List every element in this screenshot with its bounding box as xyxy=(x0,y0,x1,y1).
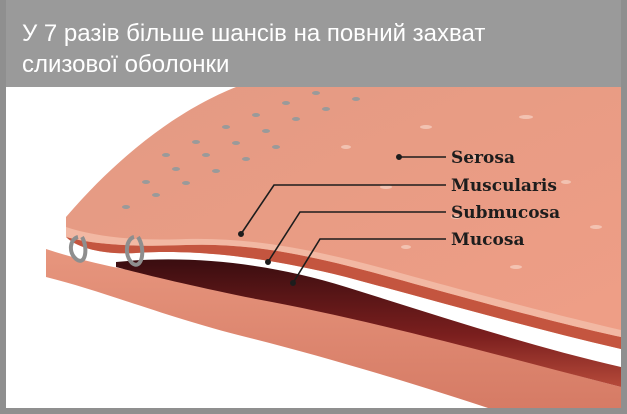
title-line-2: слизової оболонки xyxy=(22,49,621,80)
tissue-layers-diagram: Serosa Muscularis Submucosa Mucosa xyxy=(6,87,621,414)
label-submucosa: Submucosa xyxy=(451,203,560,223)
title-banner: У 7 разів більше шансів на повний захват… xyxy=(6,0,621,87)
label-mucosa: Mucosa xyxy=(451,230,524,250)
label-muscularis: Muscularis xyxy=(451,176,557,196)
title-line-1: У 7 разів більше шансів на повний захват xyxy=(22,18,621,49)
label-serosa: Serosa xyxy=(451,148,515,168)
tissue-illustration: Serosa Muscularis Submucosa Mucosa xyxy=(6,87,621,414)
